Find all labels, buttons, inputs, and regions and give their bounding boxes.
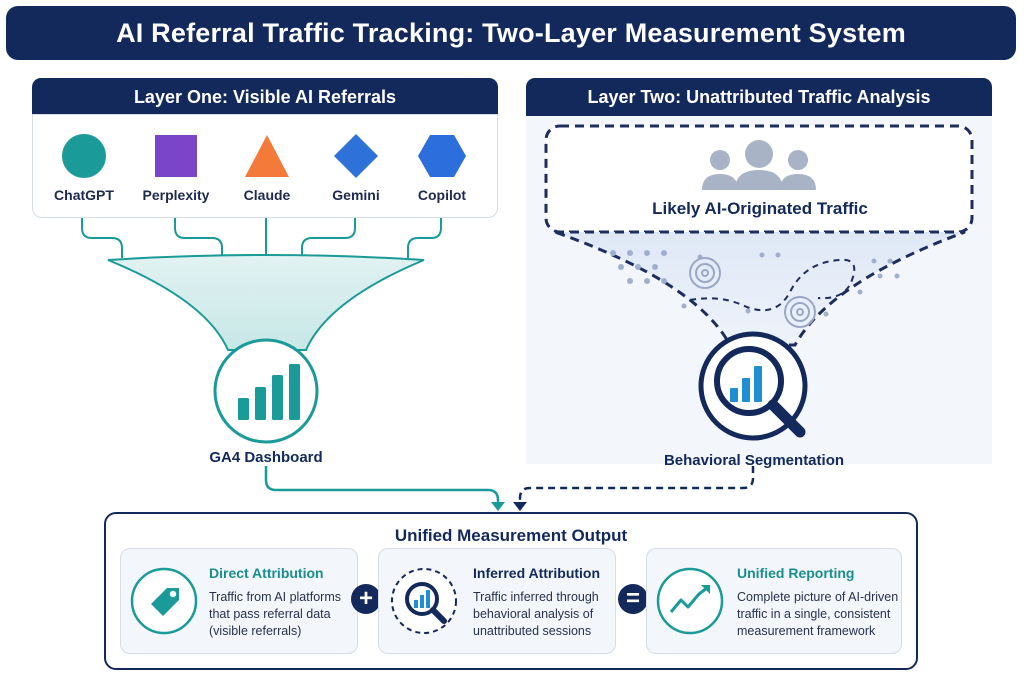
platform-claude: Claude <box>227 133 307 203</box>
dashed-funnel <box>554 230 966 347</box>
traffic-dots <box>610 250 900 317</box>
traffic-label: Likely AI-Originated Traffic <box>652 199 868 218</box>
platform-label: Claude <box>243 187 291 203</box>
target-rings <box>689 257 816 328</box>
layer-two-header: Layer Two: Unattributed Traffic Analysis <box>526 78 992 116</box>
layer-one-header: Layer One: Visible AI Referrals <box>32 78 498 116</box>
card-description: Complete picture of AI-driven traffic in… <box>737 590 899 638</box>
card-description: Traffic inferred through behavioral anal… <box>473 590 599 638</box>
chatgpt-circle-icon <box>62 134 106 178</box>
claude-triangle-icon <box>245 135 289 177</box>
ga4-dashboard-label: GA4 Dashboard <box>209 449 323 466</box>
page-title: AI Referral Traffic Tracking: Two-Layer … <box>116 17 906 48</box>
equals-operator: = <box>618 584 648 614</box>
inferred-attribution-card: Inferred Attribution Traffic inferred th… <box>378 548 616 654</box>
card-title: Inferred Attribution <box>473 565 601 581</box>
gemini-diamond-icon <box>334 134 378 178</box>
copilot-hexagon-icon <box>418 135 466 177</box>
layer-one-title: Layer One: Visible AI Referrals <box>133 86 397 107</box>
magnifier-chart-icon <box>391 568 457 634</box>
unified-output-title: Unified Measurement Output <box>394 526 628 545</box>
teal-output-connector <box>264 466 500 504</box>
teal-funnel <box>107 254 425 351</box>
layer-two-title: Layer Two: Unattributed Traffic Analysis <box>587 86 931 107</box>
platform-copilot: Copilot <box>402 133 482 203</box>
platform-label: ChatGPT <box>54 187 114 203</box>
card-description: Traffic from AI platforms that pass refe… <box>209 590 341 638</box>
trend-up-icon <box>656 567 724 635</box>
segmentation-label: Behavioral Segmentation <box>663 452 845 469</box>
magnifier-chart-icon <box>730 366 762 402</box>
tag-icon <box>130 567 198 635</box>
platform-chatgpt: ChatGPT <box>44 133 124 203</box>
platform-gemini: Gemini <box>316 133 396 203</box>
perplexity-square-icon <box>155 135 197 177</box>
platform-label: Copilot <box>417 187 467 203</box>
platform-perplexity: Perplexity <box>136 133 216 203</box>
unified-output-box: Unified Measurement Output Direct Attrib… <box>104 512 918 670</box>
unified-reporting-card: Unified Reporting Complete picture of AI… <box>646 548 902 654</box>
ga4-bar-chart-icon <box>238 364 300 420</box>
platform-connectors <box>81 212 442 258</box>
platform-label: Gemini <box>332 187 380 203</box>
title-banner: AI Referral Traffic Tracking: Two-Layer … <box>6 6 1016 60</box>
direct-attribution-card: Direct Attribution Traffic from AI platf… <box>120 548 358 654</box>
navy-output-connector <box>518 466 755 503</box>
card-title: Direct Attribution <box>209 565 324 581</box>
plus-operator: + <box>351 584 381 614</box>
traffic-path <box>689 258 856 312</box>
platform-label: Perplexity <box>142 187 210 203</box>
card-title: Unified Reporting <box>737 565 855 581</box>
platforms-card: ChatGPT Perplexity Claude Gemini Copilot <box>32 114 498 218</box>
users-group-icon <box>702 140 816 190</box>
